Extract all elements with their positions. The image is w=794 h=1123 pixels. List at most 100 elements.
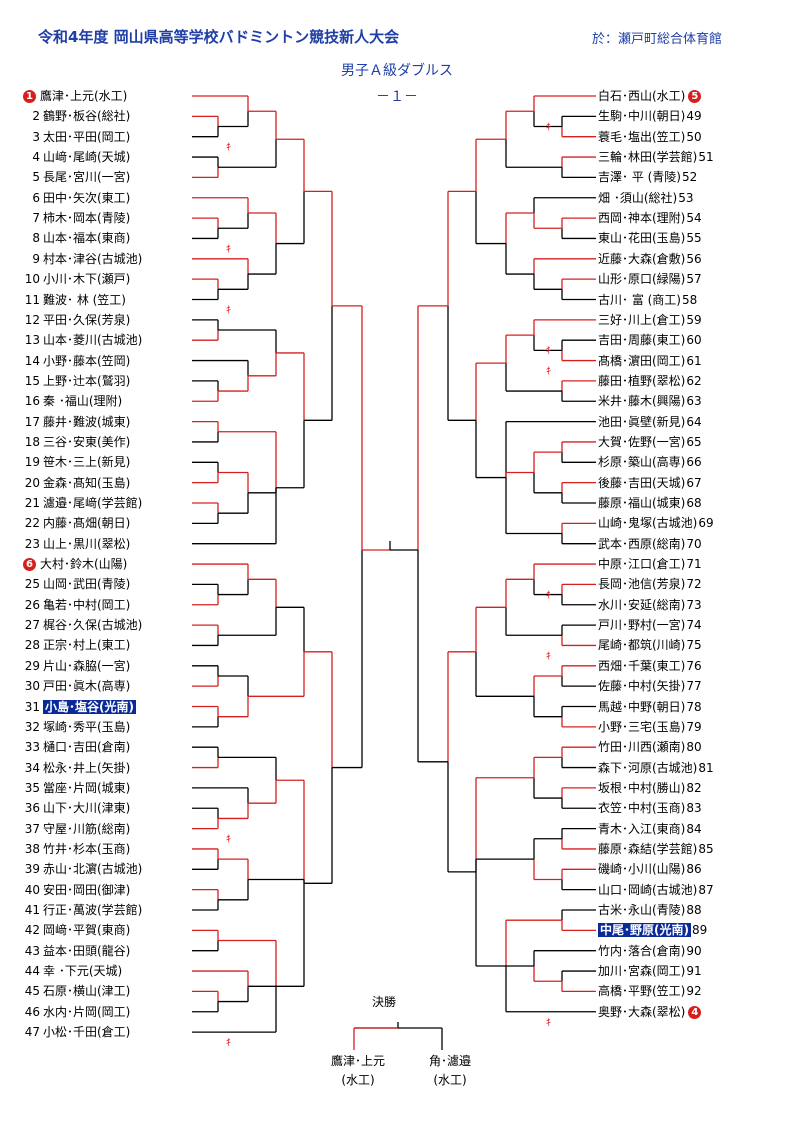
entry-name: 山本･菱川(古城池) xyxy=(43,333,143,348)
entry-row: 生駒･中川(朝日)49 xyxy=(598,107,758,125)
entry-row: 後藤･吉田(天城)67 xyxy=(598,474,758,492)
entry-row: 坂根･中村(勝山)82 xyxy=(598,779,758,797)
entry-name: 柿木･岡本(青陵) xyxy=(43,211,131,226)
withdrawal-mark: ｷ xyxy=(546,122,551,133)
entry-number: 40 xyxy=(24,882,40,897)
entry-number: 44 xyxy=(24,964,40,979)
withdrawal-mark: ｷ xyxy=(226,143,231,154)
entry-name: 難波･ 林 (笠工) xyxy=(43,292,126,307)
entry-number: 5 xyxy=(32,170,40,185)
withdrawal-mark: ｷ xyxy=(226,1038,231,1049)
entry-name: 太田･平田(岡工) xyxy=(43,129,131,144)
entry-name: 村本･津谷(古城池) xyxy=(43,251,143,266)
entry-number: 34 xyxy=(24,760,40,775)
entry-name: 内藤･髙畑(朝日) xyxy=(43,516,131,531)
seed-cell: 6 xyxy=(14,555,40,573)
entry-number: 69 xyxy=(698,516,714,531)
entry-number: 41 xyxy=(24,903,40,917)
entry-name: 生駒･中川(朝日) xyxy=(598,109,686,124)
seed-badge: 5 xyxy=(688,90,702,103)
entry-name: 岡﨑･平賀(東商) xyxy=(43,923,131,938)
entry-name: 安田･岡田(御津) xyxy=(43,882,131,897)
entry-number: 74 xyxy=(686,618,702,633)
entry-number: 30 xyxy=(24,679,40,694)
entry-name: 笹木･三上(新見) xyxy=(43,455,131,470)
entry-name: 塚崎･秀平(玉島) xyxy=(43,719,131,734)
entry-number: 51 xyxy=(698,150,714,165)
entry-number: 92 xyxy=(686,984,702,999)
entry-name: 加川･宮森(岡工) xyxy=(598,964,686,979)
withdrawal-mark: ｷ xyxy=(226,835,231,846)
entry-name: 小川･木下(瀬戸) xyxy=(43,272,131,287)
entry-name: 濾邉･尾﨑(学芸館) xyxy=(43,496,143,510)
seed-badge: 1 xyxy=(23,90,36,103)
entry-name: 山上･黒川(翠松) xyxy=(43,536,131,551)
entry-name: 藤原･福山(城東) xyxy=(598,496,686,510)
entry-name: 山﨑･尾崎(天城) xyxy=(43,150,131,165)
entry-row: 竹内･落合(倉南)90 xyxy=(598,942,758,960)
entry-number: 26 xyxy=(24,597,40,612)
entry-row: 尾崎･都筑(川崎)75 xyxy=(598,636,758,654)
entry-name: 中尾･野原(光南) xyxy=(598,923,691,938)
entry-number: 76 xyxy=(686,658,702,673)
finalist-left-school: (水工) xyxy=(341,1073,375,1087)
entry-name: 三谷･安東(美作) xyxy=(43,434,131,449)
entry-name: 髙橋･濵田(岡工) xyxy=(598,353,686,368)
entry-number: 58 xyxy=(682,292,698,307)
tournament-title: 令和4年度 岡山県高等学校バドミントン競技新人大会 xyxy=(38,28,400,46)
withdrawal-mark: ｷ xyxy=(226,244,231,255)
entry-row: 畑 ･須山(総社)53 xyxy=(598,189,758,207)
entry-number: 64 xyxy=(686,414,702,429)
entry-number: 18 xyxy=(24,434,40,449)
entry-name: 小島･塩谷(光南) xyxy=(43,699,136,714)
entry-number: 60 xyxy=(686,333,702,348)
entry-number: 12 xyxy=(24,312,40,327)
entry-row: 竹田･川西(瀬南)80 xyxy=(598,738,758,756)
entry-number: 11 xyxy=(24,292,40,307)
entry-row: 武本･西原(総南)70 xyxy=(598,535,758,553)
entry-row: 三輪･林田(学芸館)51 xyxy=(598,148,758,166)
entry-name: 大賀･佐野(一宮) xyxy=(598,434,686,449)
entry-number: 90 xyxy=(686,943,702,958)
entry-row: 磯崎･小川(山陽)86 xyxy=(598,860,758,878)
entry-number: 56 xyxy=(686,251,702,266)
entry-name: 佐藤･中村(矢掛) xyxy=(598,679,686,694)
entry-number: 88 xyxy=(686,903,702,917)
entry-name: 小松･千田(倉工) xyxy=(43,1025,131,1040)
entry-name: 馬越･中野(朝日) xyxy=(598,699,686,714)
entry-row: 奥野･大森(翠松)4 xyxy=(598,1003,758,1021)
entry-number: 80 xyxy=(686,740,702,755)
entry-row: 中原･江口(倉工)71 xyxy=(598,555,758,573)
entry-number: 82 xyxy=(686,780,702,795)
entry-name: 戸田･眞木(高専) xyxy=(43,679,131,694)
entry-row: 馬越･中野(朝日)78 xyxy=(598,698,758,716)
entry-name: 上野･辻本(鷲羽) xyxy=(43,373,131,388)
entry-number: 46 xyxy=(24,1004,40,1019)
withdrawal-mark: ｷ xyxy=(546,346,551,357)
entry-row: 高橋･平野(笠工)92 xyxy=(598,982,758,1000)
entry-row: 佐藤･中村(矢掛)77 xyxy=(598,677,758,695)
entry-name: 長岡･池信(芳泉) xyxy=(598,577,686,592)
entry-name: 奥野･大森(翠松) xyxy=(598,1004,686,1019)
entry-row: 山口･岡崎(古城池)87 xyxy=(598,881,758,899)
entry-row: 長岡･池信(芳泉)72 xyxy=(598,575,758,593)
entry-row: 中尾･野原(光南)89 xyxy=(598,921,758,939)
entry-number: 49 xyxy=(686,109,702,124)
entry-number: 39 xyxy=(24,862,40,877)
finalist-right: 角･濾邉 (水工) xyxy=(410,1052,490,1090)
